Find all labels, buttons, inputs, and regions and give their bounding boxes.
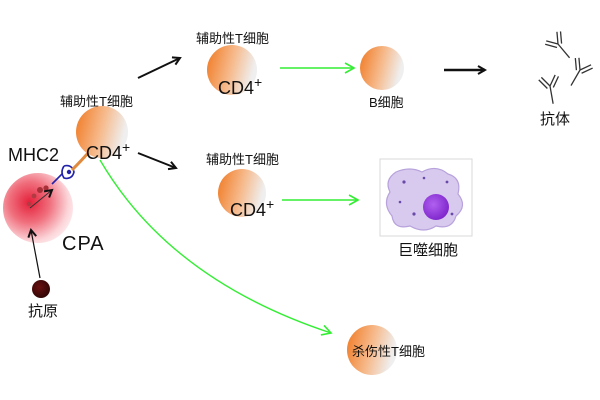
antigen-processing-arrow (29, 190, 52, 209)
cytotoxic-t-label: 杀伤性T细胞 (352, 344, 425, 359)
macrophage-nucleus (423, 194, 449, 220)
arrow-to-helper-t-top (137, 58, 180, 79)
helper-t-mid-cell (218, 169, 266, 217)
helper-t-mid-label: 辅助性T细胞 (206, 152, 279, 167)
cd4-top-label: CD4+ (218, 74, 262, 98)
mhc2-label: MHC2 (8, 145, 59, 165)
cd4-main-label: CD4+ (86, 139, 130, 163)
antibody-icon (538, 31, 593, 104)
antigen-particle (32, 280, 50, 298)
b-cell (360, 46, 404, 90)
macrophage-cell (379, 158, 473, 237)
cytotoxic-t-cell (347, 325, 397, 375)
arrow-to-helper-t-mid (137, 152, 176, 168)
macrophage-label: 巨噬细胞 (398, 242, 458, 259)
helper-t-top-label: 辅助性T细胞 (196, 31, 269, 46)
helper-t-main-label: 辅助性T细胞 (60, 94, 133, 109)
cpa-label: CPA (62, 233, 105, 255)
cd4-mid-label: CD4+ (230, 196, 274, 220)
antigen-uptake-arrow (31, 230, 41, 279)
helper-t-top-cell (207, 45, 257, 95)
antibody-label: 抗体 (540, 111, 570, 128)
mhc2-receptor (51, 152, 90, 185)
arrow-to-cytotoxic-t (99, 159, 333, 336)
b-cell-label: B细胞 (369, 95, 404, 110)
helper-t-main-cell (76, 106, 128, 158)
antigen-label: 抗原 (28, 303, 58, 320)
